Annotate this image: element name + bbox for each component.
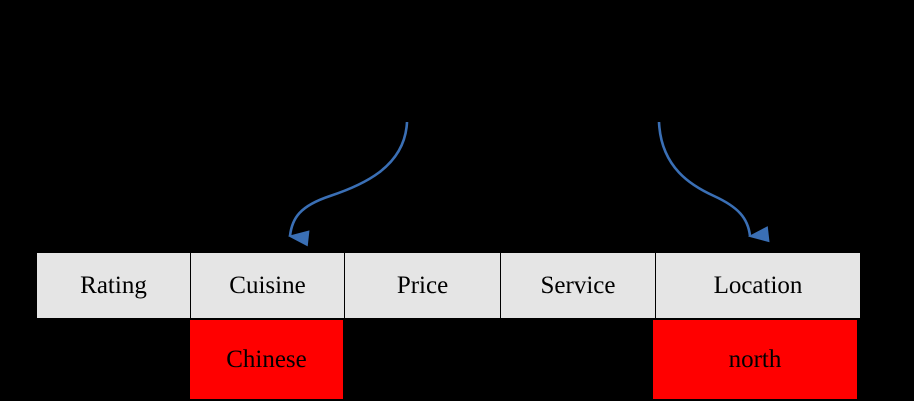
- arrow-to-cuisine: [287, 121, 409, 247]
- slot-value-cuisine[interactable]: Chinese: [190, 320, 343, 399]
- slot-header-rating[interactable]: Rating: [36, 252, 191, 319]
- slot-value-price: [343, 320, 500, 399]
- slot-header-cuisine[interactable]: Cuisine: [190, 252, 345, 319]
- slot-value-rating: [36, 320, 190, 399]
- arrow-to-location: [657, 121, 770, 243]
- slot-header-label: Location: [713, 272, 803, 299]
- slot-header-label: Price: [396, 272, 449, 299]
- slot-value-service: [500, 320, 653, 399]
- slot-header-service[interactable]: Service: [500, 252, 656, 319]
- slot-header-label: Cuisine: [229, 272, 306, 299]
- slot-value-location[interactable]: north: [653, 320, 857, 399]
- slot-header-location[interactable]: Location: [655, 252, 861, 319]
- slot-header-label: Service: [540, 272, 616, 299]
- slot-value-label: north: [728, 346, 782, 373]
- slot-header-row: Rating Cuisine Price Service Location: [36, 252, 861, 319]
- slot-value-row: Chinese north: [36, 320, 857, 399]
- slot-header-label: Rating: [80, 272, 147, 299]
- slot-header-price[interactable]: Price: [344, 252, 501, 319]
- slot-value-label: Chinese: [226, 346, 307, 373]
